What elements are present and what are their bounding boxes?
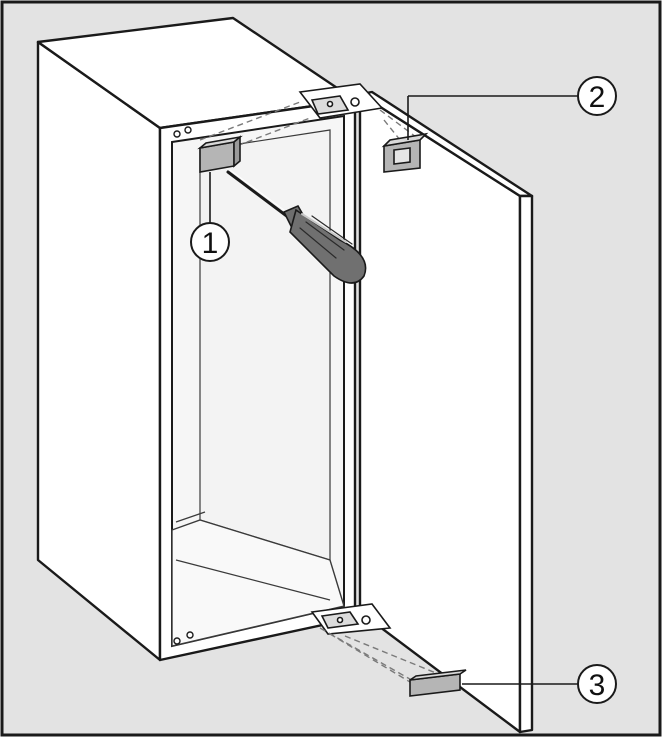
frame-screws [173,126,194,645]
screwdriver-shaft [226,170,294,222]
top-hinge-pin [350,97,360,107]
part-2-notch [393,147,411,165]
cabinet-floor [171,519,345,647]
leader-lines [209,95,578,685]
callout-1-label: 1 [202,227,219,260]
screwdriver-handle-grip [299,215,353,259]
callout-3-circle [577,664,617,704]
callout-2: 2 [577,76,617,116]
door-side-edge [518,194,534,734]
bottom-hinge [310,603,392,635]
screwdriver-shaft-highlight [229,169,293,217]
floor-edge [175,559,331,601]
part-1-bracket [197,135,243,173]
top-hinge-screw [326,100,334,108]
floor-front-edge [175,511,206,523]
callout-3-label: 3 [589,669,606,702]
screw-top-left-2 [184,126,192,134]
guide-top-1 [199,101,301,141]
part-3-strip [409,669,467,697]
door [358,90,534,734]
bottom-hinge-pin [361,615,371,625]
screwdriver-handle [289,208,367,284]
callout-3: 3 [577,664,617,704]
screw-bottom-left-2 [186,631,194,639]
cabinet-left-side [36,40,162,662]
part-3-top [409,669,467,681]
callout-1-circle [190,222,230,262]
screwdriver [226,169,367,284]
guide-bottom-1 [319,627,416,683]
callout-1: 1 [190,222,230,262]
callout-2-label: 2 [589,81,606,114]
part-2-top [381,132,429,148]
part-2-bracket [381,132,429,173]
part-1-side [233,135,241,168]
cabinet-back-wall [199,129,331,561]
screwdriver-handle-shine [301,213,347,243]
guide-top-3 [379,109,421,141]
screw-top-left [173,130,181,138]
callout-2-circle [577,76,617,116]
top-hinge [298,83,384,119]
screw-bottom-left [173,637,181,645]
bottom-hinge-screw [336,616,344,624]
